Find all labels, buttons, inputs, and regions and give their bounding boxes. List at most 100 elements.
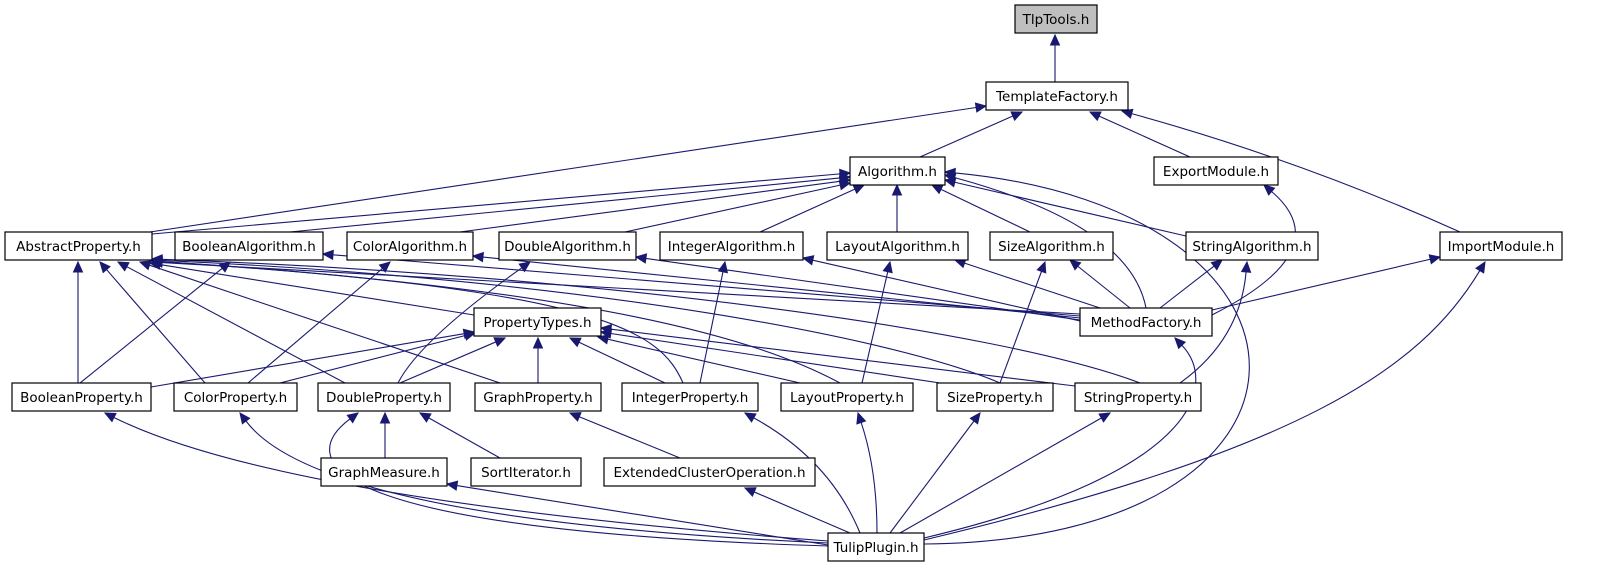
edge-arrowhead bbox=[1475, 260, 1486, 274]
edge-templatefactory-to-tlptools bbox=[1049, 33, 1061, 82]
edge-arrowhead bbox=[116, 261, 130, 272]
node-box bbox=[1185, 231, 1319, 261]
node-doubleproperty[interactable]: DoubleProperty.h bbox=[317, 382, 451, 412]
edge-line bbox=[860, 422, 878, 534]
edge-tulipplugin-to-booleanproperty bbox=[103, 412, 829, 542]
edge-line bbox=[607, 338, 801, 384]
edge-line bbox=[289, 177, 841, 233]
edge-tulipplugin-to-doubleproperty bbox=[329, 412, 829, 547]
node-methodfactory[interactable]: MethodFactory.h bbox=[1079, 307, 1213, 337]
node-importmodule[interactable]: ImportModule.h bbox=[1439, 231, 1563, 261]
edge-line bbox=[149, 106, 977, 233]
node-sortiterator[interactable]: SortIterator.h bbox=[470, 457, 582, 487]
edge-arrowhead bbox=[891, 183, 903, 196]
node-box bbox=[1074, 382, 1202, 412]
edge-layer bbox=[72, 33, 1486, 547]
edge-line bbox=[482, 256, 1081, 319]
node-booleanalgorithm[interactable]: BooleanAlgorithm.h bbox=[174, 231, 324, 261]
edge-arrowhead bbox=[379, 411, 391, 424]
edge-line bbox=[964, 262, 1101, 309]
node-label: IntegerProperty.h bbox=[632, 390, 749, 406]
edge-tulipplugin-to-colorproperty bbox=[239, 412, 829, 544]
node-label: LayoutProperty.h bbox=[790, 390, 904, 406]
node-box bbox=[849, 156, 946, 186]
edge-line bbox=[161, 262, 1081, 315]
edge-line bbox=[1098, 115, 1191, 158]
edge-line bbox=[624, 184, 841, 233]
edge-line bbox=[940, 188, 1031, 233]
edge-arrowhead bbox=[943, 167, 956, 179]
edge-arrowhead bbox=[969, 412, 981, 425]
edge-arrowhead bbox=[72, 260, 84, 273]
edge-arrowhead bbox=[1036, 260, 1047, 274]
node-integeralgorithm[interactable]: IntegerAlgorithm.h bbox=[659, 231, 804, 261]
node-label: ExportModule.h bbox=[1163, 164, 1269, 180]
edge-tulipplugin-to-methodfactory bbox=[923, 337, 1197, 539]
node-layoutalgorithm[interactable]: LayoutAlgorithm.h bbox=[826, 231, 969, 261]
node-booleanproperty[interactable]: BooleanProperty.h bbox=[11, 382, 152, 412]
node-graphproperty[interactable]: GraphProperty.h bbox=[474, 382, 602, 412]
node-box bbox=[1014, 4, 1098, 34]
edge-line bbox=[999, 271, 1043, 384]
edge-arrowhead bbox=[532, 336, 544, 349]
node-box bbox=[621, 382, 759, 412]
node-box bbox=[174, 231, 324, 261]
node-layoutproperty[interactable]: LayoutProperty.h bbox=[780, 382, 914, 412]
node-colorproperty[interactable]: ColorProperty.h bbox=[173, 382, 298, 412]
node-coloralgorithm[interactable]: ColorAlgorithm.h bbox=[346, 231, 474, 261]
edge-doublealgorithm-to-algorithm bbox=[624, 180, 852, 233]
node-extendedclusteroperation[interactable]: ExtendedClusterOperation.h bbox=[603, 457, 816, 487]
edge-line bbox=[889, 420, 975, 534]
edge-arrowhead bbox=[346, 412, 359, 424]
edge-arrowhead bbox=[518, 261, 531, 273]
edge-arrowhead bbox=[1428, 254, 1442, 265]
node-sizeproperty[interactable]: SizeProperty.h bbox=[936, 382, 1054, 412]
edge-arrowhead bbox=[1240, 260, 1252, 273]
edge-line bbox=[579, 416, 681, 459]
edge-arrowhead bbox=[743, 412, 757, 423]
node-integerproperty[interactable]: IntegerProperty.h bbox=[621, 382, 759, 412]
node-label: MethodFactory.h bbox=[1091, 315, 1202, 331]
edge-arrowhead bbox=[717, 260, 729, 274]
node-label: DoubleAlgorithm.h bbox=[504, 239, 631, 255]
edge-graphproperty-to-propertytypes bbox=[532, 336, 544, 383]
edge-line bbox=[899, 417, 1102, 534]
node-box bbox=[470, 457, 582, 487]
edge-arrowhead bbox=[378, 261, 391, 273]
node-propertytypes[interactable]: PropertyTypes.h bbox=[473, 307, 602, 337]
edge-tulipplugin-to-integerproperty bbox=[743, 412, 861, 534]
node-stringalgorithm[interactable]: StringAlgorithm.h bbox=[1185, 231, 1319, 261]
edge-colorproperty-to-coloralgorithm bbox=[247, 261, 391, 384]
node-sizealgorithm[interactable]: SizeAlgorithm.h bbox=[989, 231, 1114, 261]
edge-line bbox=[923, 172, 1250, 545]
node-stringproperty[interactable]: StringProperty.h bbox=[1074, 382, 1202, 412]
edge-arrowhead bbox=[463, 330, 477, 341]
edge-methodfactory-to-integeralgorithm bbox=[801, 255, 1081, 322]
node-abstractproperty[interactable]: AbstractProperty.h bbox=[4, 231, 153, 261]
node-box bbox=[826, 231, 969, 261]
edge-exportmodule-to-templatefactory bbox=[1088, 111, 1191, 158]
edge-tulipplugin-to-graphmeasure bbox=[445, 480, 829, 546]
node-graphmeasure[interactable]: GraphMeasure.h bbox=[320, 457, 448, 487]
node-templatefactory[interactable]: TemplateFactory.h bbox=[985, 81, 1129, 111]
node-label: LayoutAlgorithm.h bbox=[835, 239, 960, 255]
node-label: StringAlgorithm.h bbox=[1192, 239, 1311, 255]
node-tlptools[interactable]: TlpTools.h bbox=[1014, 4, 1098, 34]
node-label: SizeProperty.h bbox=[947, 390, 1043, 406]
edge-line bbox=[245, 420, 829, 544]
edge-line bbox=[428, 417, 501, 459]
edge-line bbox=[159, 264, 475, 316]
edge-integerproperty-to-propertytypes bbox=[568, 337, 666, 384]
node-tulipplugin[interactable]: TulipPlugin.h bbox=[827, 532, 925, 562]
node-exportmodule[interactable]: ExportModule.h bbox=[1153, 156, 1279, 186]
edge-line bbox=[106, 269, 206, 384]
edge-line bbox=[329, 418, 829, 547]
node-box bbox=[659, 231, 804, 261]
edge-layoutalgorithm-to-algorithm bbox=[891, 183, 903, 232]
node-algorithm[interactable]: Algorithm.h bbox=[849, 156, 946, 186]
edge-line bbox=[113, 416, 829, 542]
edge-line bbox=[919, 115, 1014, 158]
node-label: PropertyTypes.h bbox=[483, 315, 591, 331]
node-box bbox=[473, 307, 602, 337]
node-doublealgorithm[interactable]: DoubleAlgorithm.h bbox=[498, 231, 637, 261]
